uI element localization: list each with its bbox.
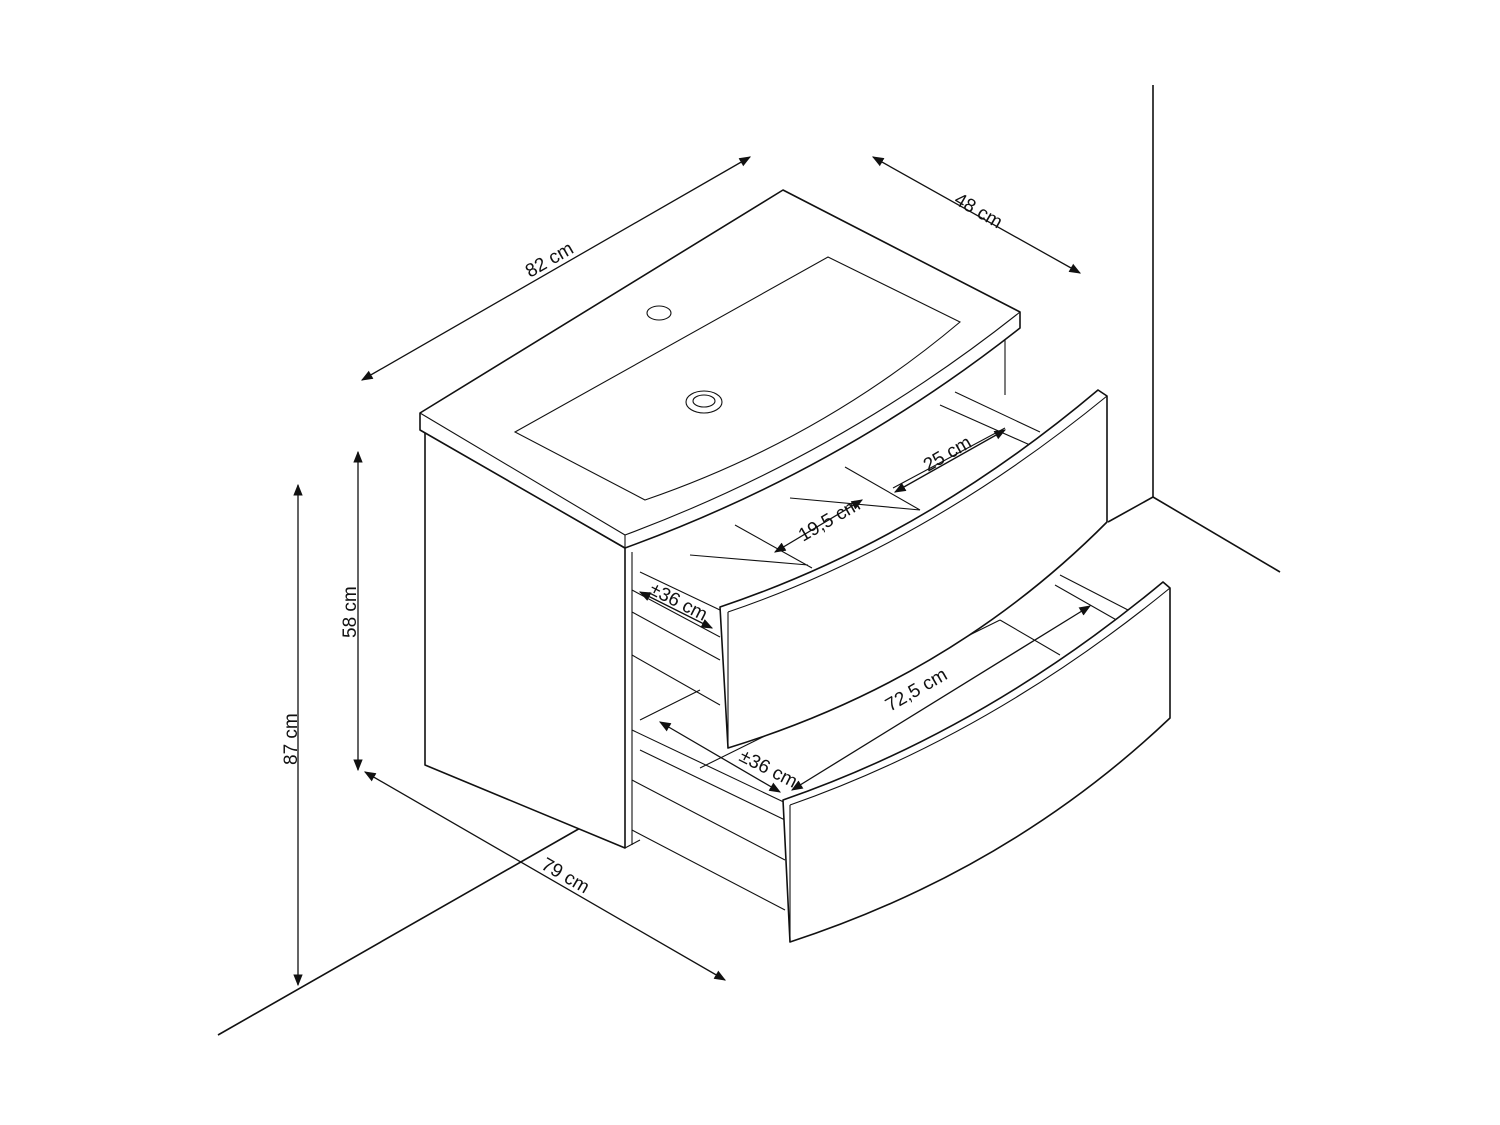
- label-87cm: 87 cm: [281, 713, 302, 765]
- dimension-lines: [293, 156, 1091, 987]
- label-58cm: 58 cm: [340, 586, 361, 638]
- label-25cm: 25 cm: [920, 432, 975, 476]
- label-upper-36cm: ±36 cm: [646, 579, 711, 626]
- label-82cm: 82 cm: [522, 238, 577, 282]
- label-79cm: 79 cm: [538, 854, 593, 898]
- drain-icon: [685, 390, 723, 414]
- label-48cm: 48 cm: [951, 189, 1006, 233]
